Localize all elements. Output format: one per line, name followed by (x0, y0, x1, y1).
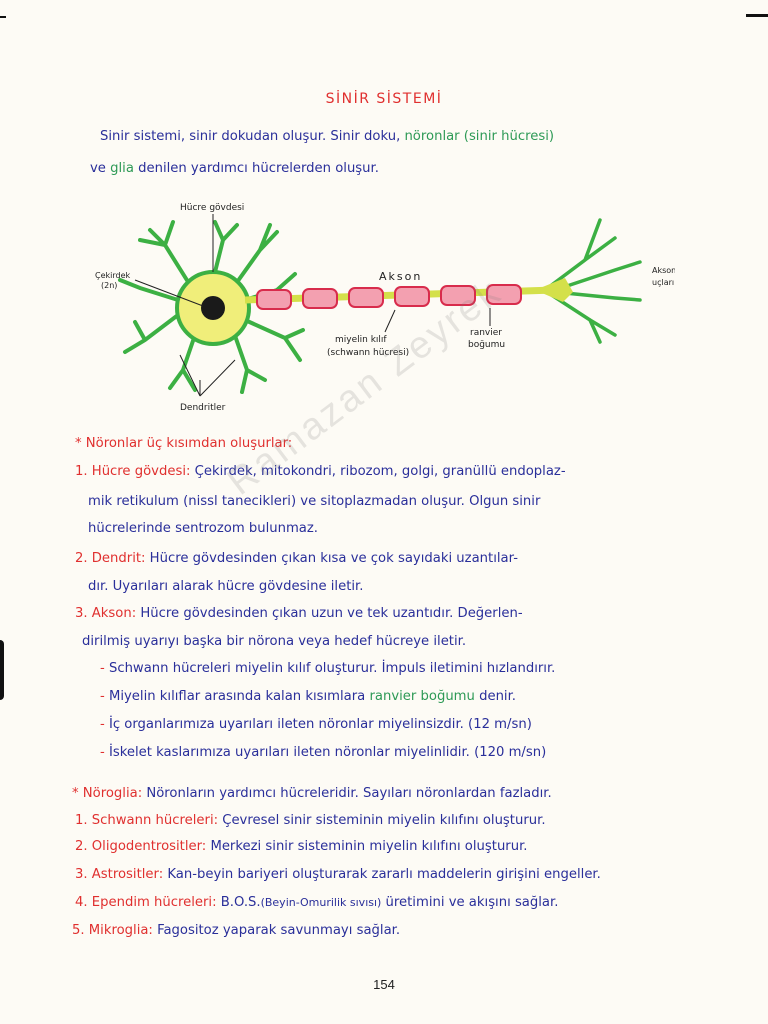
axon-terminals-drawing (543, 218, 642, 344)
label-axon: Akson (379, 270, 422, 283)
intro-line-1: Sinir sistemi, sinir dokudan oluşur. Sin… (100, 128, 740, 146)
neurons-item-3-cont: dirilmiş uyarıyı başka bir nörona veya h… (82, 634, 467, 649)
glia-item-3: 3. Astrositler: Kan-beyin bariyeri oluşt… (75, 866, 715, 884)
item-text: Fagositoz yaparak savunmayı sağlar. (152, 923, 401, 938)
axon-hillock-end (535, 278, 573, 302)
scan-edge-mark (0, 640, 4, 700)
page-number: 154 (373, 977, 395, 992)
scan-edge-mark (0, 16, 6, 18)
bullet-1: - Schwann hücreleri miyelin kılıf oluştu… (100, 660, 720, 678)
bullet-dash: - (100, 717, 109, 732)
bullet-dash: - (100, 661, 109, 676)
label-axon-terminals-1: Akson (652, 266, 675, 275)
bullet-2: - Miyelin kılıflar arasında kalan kısıml… (100, 688, 720, 706)
item-text: Kan-beyin bariyeri oluşturarak zararlı m… (163, 867, 601, 882)
bullet-dash: - (100, 745, 109, 760)
label-ranvier-1: ranvier (470, 328, 502, 338)
neurons-item-1-cont: hücrelerinde sentrozom bulunmaz. (88, 521, 319, 536)
item-label: 2. Dendrit: (75, 551, 146, 566)
glia-item-2: 2. Oligodentrositler: Merkezi sinir sist… (75, 838, 715, 856)
glia-item-5: 5. Mikroglia: Fagositoz yaparak savunmay… (72, 922, 712, 940)
neurons-item-2-cont: dır. Uyarıları alarak hücre gövdesine il… (88, 579, 364, 594)
label-dendrites: Dendritler (180, 403, 226, 413)
neurons-item-3: 3. Akson: Hücre gövdesinden çıkan uzun v… (75, 605, 715, 623)
intro-text: Sinir sistemi, sinir dokudan oluşur. Sin… (100, 129, 405, 144)
label-axon-terminals-2: uçları (652, 278, 674, 287)
dendrites-drawing (118, 220, 305, 394)
scan-edge-mark (746, 14, 768, 17)
neurons-item-2: 2. Dendrit: Hücre gövdesinden çıkan kısa… (75, 550, 715, 568)
bullet-text: Miyelin kılıflar arasında kalan kısımlar… (108, 689, 370, 704)
intro-highlight-neurons: nöronlar (sinir hücresi) (404, 129, 555, 144)
bullet-text: İç organlarımıza uyarıları ileten nöronl… (108, 717, 532, 732)
page-title: SİNİR SİSTEMİ (325, 91, 443, 107)
item-label: 1. Hücre gövdesi: (75, 464, 191, 479)
label-myelin-2: (schwann hücresi) (327, 348, 409, 358)
bullet-4: - İskelet kaslarımıza uyarıları ileten n… (100, 744, 720, 762)
item-text: Merkezi sinir sisteminin miyelin kılıfın… (206, 839, 528, 854)
intro-line-2: ve glia denilen yardımcı hücrelerden olu… (90, 160, 730, 178)
label-cell-body: Hücre gövdesi (180, 203, 244, 213)
intro-highlight-glia: glia (110, 161, 134, 176)
item-text-small: (Beyin-Omurilik sıvısı) (260, 896, 382, 909)
glia-item-1: 1. Schwann hücreleri: Çevresel sinir sis… (75, 812, 715, 830)
item-label: 4. Ependim hücreleri: (75, 895, 217, 910)
item-text: Hücre gövdesinden çıkan kısa ve çok sayı… (145, 551, 518, 566)
bullet-text: denir. (474, 689, 516, 704)
glia-heading-text: Nöronların yardımcı hücreleridir. Sayıla… (142, 786, 552, 801)
bullet-text: İskelet kaslarımıza uyarıları ileten nör… (108, 745, 547, 760)
bullet-highlight: ranvier boğumu (369, 689, 475, 704)
bullet-text: Schwann hücreleri miyelin kılıf oluşturu… (108, 661, 556, 676)
glia-heading: * Nöroglia: Nöronların yardımcı hücreler… (72, 785, 712, 803)
myelin-sheaths (256, 284, 522, 310)
label-pointer (134, 279, 204, 307)
label-myelin-1: miyelin kılıf (335, 335, 387, 345)
item-label: 1. Schwann hücreleri: (75, 813, 219, 828)
intro-text: ve (90, 161, 111, 176)
neurons-item-1-cont: mik retikulum (nissl tanecikleri) ve sit… (88, 494, 541, 509)
label-nucleus: Çekirdek (95, 271, 131, 280)
label-ranvier-2: boğumu (468, 340, 505, 350)
item-text: Çekirdek, mitokondri, ribozom, golgi, gr… (190, 464, 566, 479)
item-label: 2. Oligodentrositler: (75, 839, 207, 854)
label-pointer (384, 309, 396, 333)
item-text: üretimini ve akışını sağlar. (381, 895, 559, 910)
label-pointer (179, 354, 236, 397)
item-label: 3. Akson: (75, 606, 137, 621)
item-text: Çevresel sinir sisteminin miyelin kılıfı… (218, 813, 546, 828)
item-label: 3. Astrositler: (75, 867, 164, 882)
neurons-heading: * Nöronlar üç kısımdan oluşurlar: (75, 436, 293, 451)
bullet-dash: - (100, 689, 109, 704)
glia-item-4: 4. Ependim hücreleri: B.O.S.(Beyin-Omuri… (75, 894, 715, 912)
neuron-diagram: Hücre gövdesi Çekirdek (2n) Akson miyeli… (95, 203, 675, 413)
label-nucleus-2n: (2n) (101, 281, 117, 290)
neurons-item-1: 1. Hücre gövdesi: Çekirdek, mitokondri, … (75, 463, 715, 481)
item-text: Hücre gövdesinden çıkan uzun ve tek uzan… (136, 606, 523, 621)
glia-heading-label: * Nöroglia: (72, 786, 143, 801)
intro-text: denilen yardımcı hücrelerden oluşur. (133, 161, 379, 176)
item-text: B.O.S. (216, 895, 261, 910)
nucleus (201, 296, 225, 320)
bullet-3: - İç organlarımıza uyarıları ileten nöro… (100, 716, 720, 734)
item-label: 5. Mikroglia: (72, 923, 153, 938)
